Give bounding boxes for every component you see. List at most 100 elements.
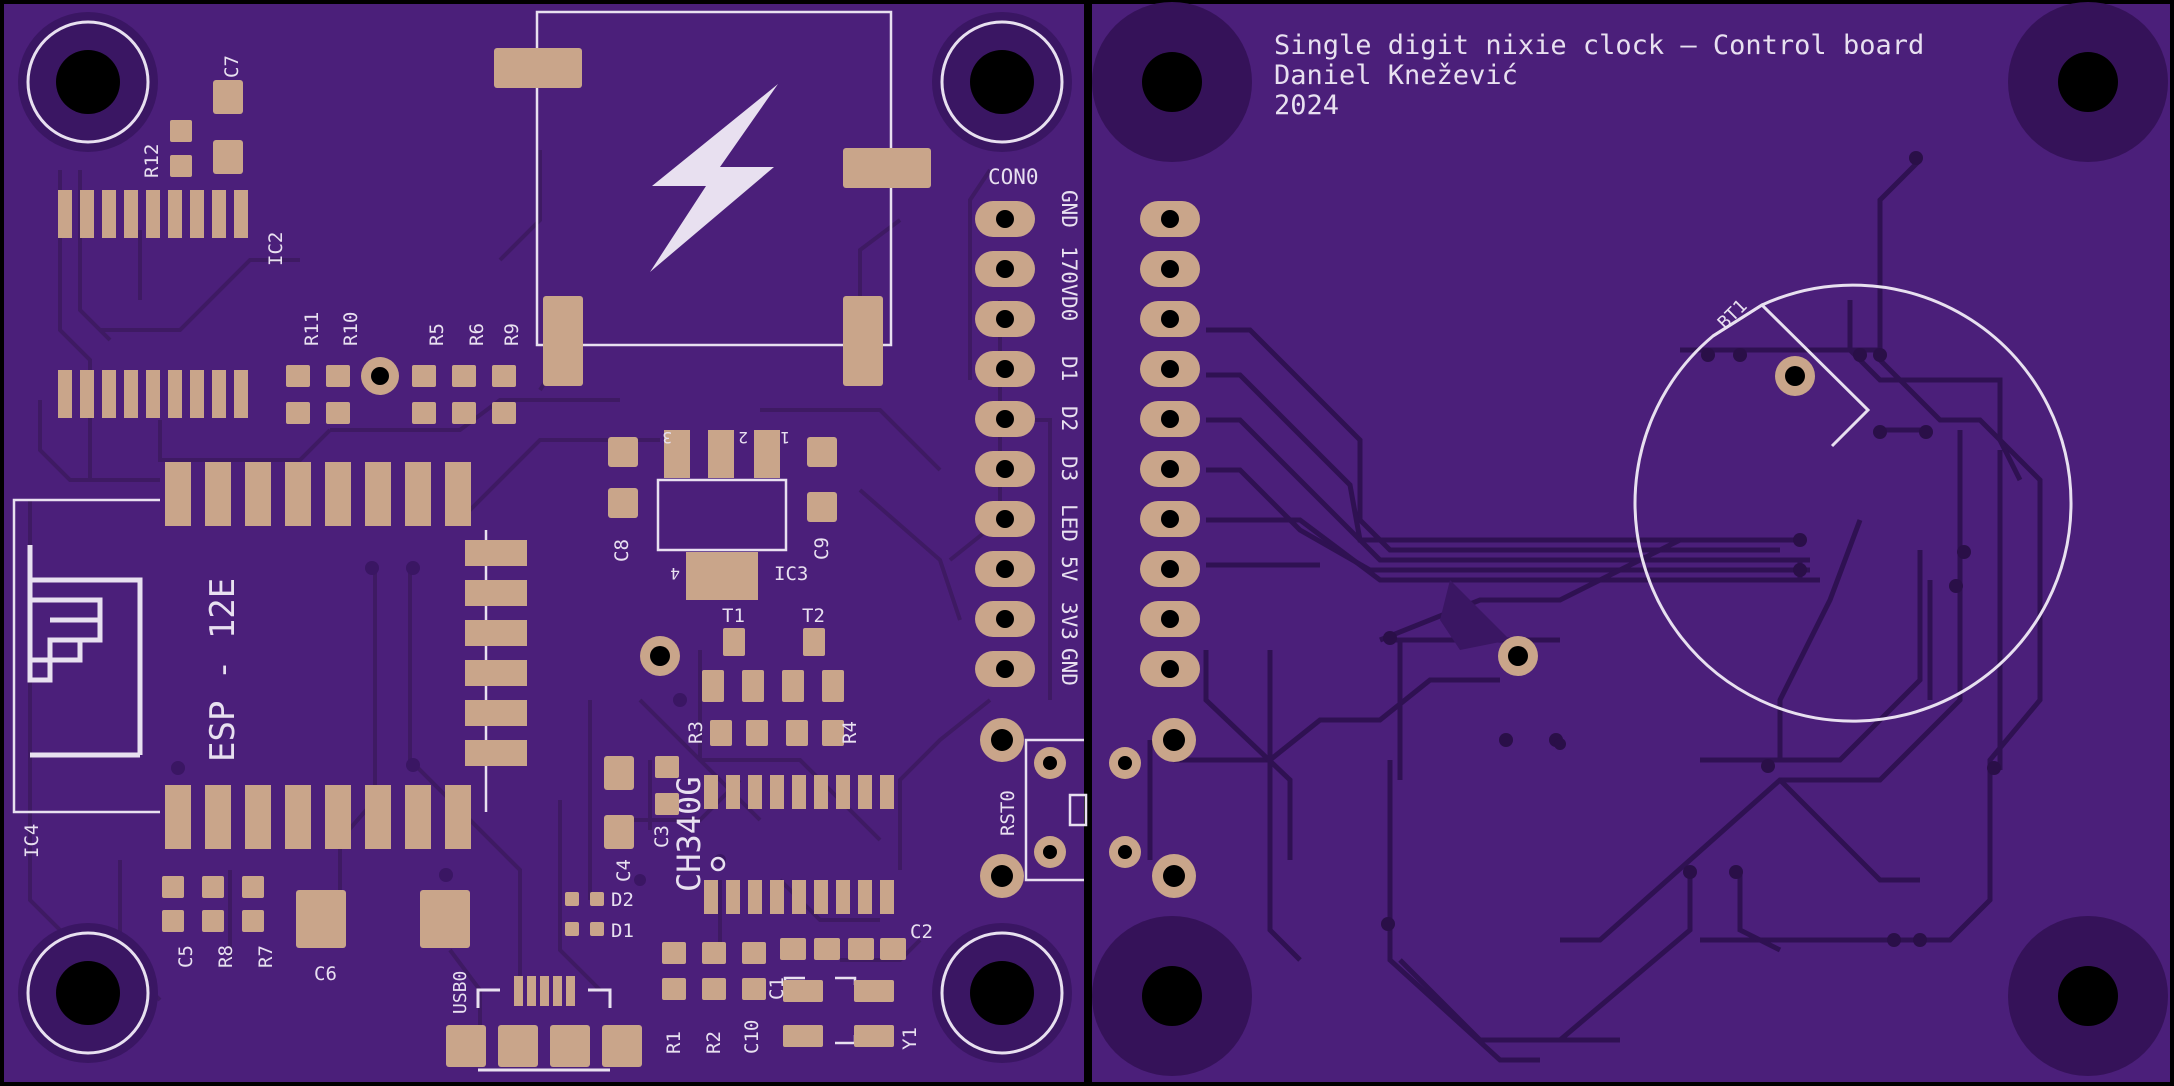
- ic3-pin-label: 1: [780, 428, 790, 447]
- coin-cell-battery-icon: BT1: [1440, 283, 2073, 723]
- bottom-header-pad-hole: [1161, 360, 1179, 378]
- ic3-pin-label: 2: [738, 428, 748, 447]
- ic3-label: IC3: [774, 563, 808, 585]
- con0-pin-label: 170V: [1057, 246, 1081, 297]
- con0-pin-label: D0: [1057, 296, 1081, 321]
- bottom-side-board: BT1 Single digit nixie clock – Control b…: [1092, 2, 2170, 1082]
- high-voltage-lightning-icon: [650, 84, 778, 272]
- con0-pin-label: D1: [1057, 356, 1081, 381]
- con0-pad-hole: [996, 260, 1014, 278]
- esp-12e-module: ESP - 12E IC4: [12, 462, 527, 858]
- transistors: T1 T2 R3 R4: [640, 605, 861, 746]
- con0-header: CON0 GND 170V D0 D1 D2 D3 LED 5V 3V3 GND: [975, 165, 1081, 687]
- r5-label: R5: [426, 323, 448, 346]
- hv-module-footprint: [494, 10, 931, 386]
- t2-label: T2: [802, 605, 825, 627]
- ch340g-footprint: CH340G: [670, 775, 894, 914]
- con0-pin-label: GND: [1057, 648, 1081, 686]
- esp-top-pads: [165, 462, 471, 526]
- con0-pad-hole: [996, 510, 1014, 528]
- mounting-hole-icon: [18, 12, 158, 152]
- con0-pad-hole: [996, 610, 1014, 628]
- title-block: Single digit nixie clock – Control board…: [1274, 30, 1924, 121]
- r2-label: R2: [703, 1031, 725, 1054]
- r12-label: R12: [141, 144, 163, 178]
- r11-label: R11: [301, 312, 323, 346]
- con0-pin-label: 3V3: [1057, 602, 1081, 640]
- con0-pad-hole: [996, 460, 1014, 478]
- r12-footprint: R12: [141, 120, 192, 178]
- ic2-footprint: IC2: [58, 190, 287, 418]
- mounting-hole-icon: [1142, 966, 1202, 1026]
- rst0-button: RST0: [980, 718, 1088, 898]
- bottom-header-pad-hole: [1161, 660, 1179, 678]
- c1-label: C1: [766, 977, 788, 1000]
- d1-label: D1: [611, 920, 634, 942]
- bottom-header-pads: [1140, 201, 1200, 687]
- c8-label: C8: [611, 539, 633, 562]
- r8-label: R8: [215, 945, 237, 968]
- top-side-board: C7 R12: [4, 4, 1088, 1082]
- title-line-2: Daniel Knežević: [1274, 60, 1518, 91]
- con0-pad-hole: [996, 360, 1014, 378]
- usb0-connector: USB0: [446, 971, 642, 1072]
- r6-label: R6: [466, 323, 488, 346]
- c6-label: C6: [314, 963, 337, 985]
- esp-bottom-pads: [165, 785, 471, 849]
- r7-label: R7: [255, 945, 277, 968]
- mounting-hole-icon: [2058, 966, 2118, 1026]
- mounting-hole-icon: [932, 923, 1072, 1063]
- con0-label: CON0: [988, 165, 1039, 189]
- con0-pad-hole: [996, 210, 1014, 228]
- c7-footprint: C7: [213, 55, 243, 174]
- r4-label: R4: [839, 721, 861, 744]
- c5-r8-r7-c6: C5 R8 R7 C6: [162, 876, 470, 985]
- esp-right-pads: [465, 540, 527, 766]
- bottom-header-pad-hole: [1161, 460, 1179, 478]
- con0-pin-label: LED: [1057, 504, 1081, 542]
- rst-bottom-pads: [1109, 718, 1196, 898]
- con0-pad-hole: [996, 310, 1014, 328]
- r1-label: R1: [663, 1031, 685, 1054]
- led-d1-d2: D2 D1: [565, 889, 634, 942]
- t1-label: T1: [722, 605, 745, 627]
- ic4-label: IC4: [21, 824, 43, 858]
- ic3-pin-label: 3: [662, 428, 672, 447]
- bottom-header-pad-hole: [1161, 610, 1179, 628]
- ic3-footprint: 3 2 1 4 C8 C9 IC3: [608, 428, 837, 600]
- wifi-antenna-icon: [27, 545, 143, 758]
- bottom-header-pad-hole: [1161, 410, 1179, 428]
- resistor-row: R11 R10 R5 R6 R9: [286, 312, 523, 424]
- con0-pads: [975, 201, 1035, 687]
- con0-pin-label: GND: [1057, 190, 1081, 228]
- bottom-header-pad-hole: [1161, 510, 1179, 528]
- mounting-hole-icon: [18, 923, 158, 1063]
- con0-pad-hole: [996, 410, 1014, 428]
- r3-label: R3: [685, 721, 707, 744]
- bottom-header-pad-hole: [1161, 310, 1179, 328]
- c3-c4: C3 C4: [604, 756, 679, 882]
- c9-label: C9: [811, 537, 833, 560]
- board-outline-bottom: [1092, 4, 2170, 1082]
- c3-label: C3: [651, 825, 673, 848]
- c10-label: C10: [741, 1020, 763, 1054]
- title-line-1: Single digit nixie clock – Control board: [1274, 30, 1924, 61]
- con0-pad-hole: [996, 660, 1014, 678]
- mounting-hole-icon: [1142, 52, 1202, 112]
- c5-label: C5: [175, 945, 197, 968]
- mounting-hole-icon: [932, 12, 1072, 152]
- bottom-traces: [1147, 158, 2043, 1063]
- con0-pin-label: D3: [1057, 456, 1081, 481]
- rst0-label: RST0: [997, 790, 1019, 836]
- esp-label: ESP - 12E: [203, 578, 243, 762]
- con0-pin-label: 5V: [1057, 556, 1081, 582]
- c4-label: C4: [613, 859, 635, 882]
- ic3-pin-label: 4: [670, 564, 680, 583]
- d2-label: D2: [611, 889, 634, 911]
- con0-pin-label: D2: [1057, 406, 1081, 431]
- vias: [171, 561, 726, 886]
- title-line-3: 2024: [1274, 90, 1339, 121]
- usb0-label: USB0: [450, 971, 471, 1014]
- r9-label: R9: [501, 323, 523, 346]
